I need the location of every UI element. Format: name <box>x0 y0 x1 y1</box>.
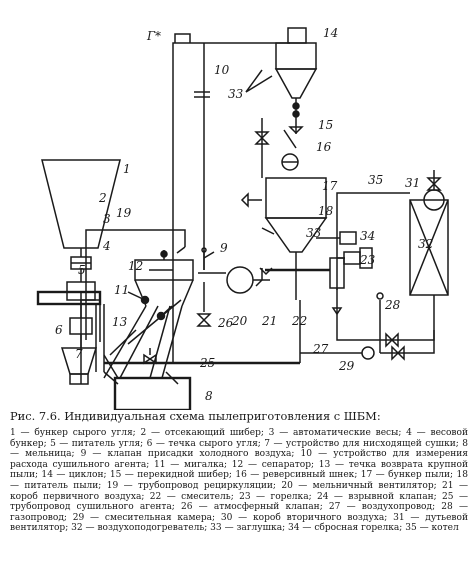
plug-markers <box>245 69 275 235</box>
coarse-dust-return-chute <box>109 329 137 356</box>
label-15: 15 <box>318 118 333 132</box>
label-25: 25 <box>199 356 215 370</box>
caption-title: Рис. 7.6. Индивидуальная схема пылеприго… <box>10 409 381 423</box>
label-22: 22 <box>291 314 307 328</box>
label-34: 34 <box>360 229 375 243</box>
blower-fan <box>423 170 445 211</box>
mill <box>113 376 192 410</box>
label-9: 9 <box>220 241 228 255</box>
caption-legend: 1 — бункер сырого угля; 2 — отсекающий ш… <box>10 428 468 534</box>
cyclone-top-duct <box>287 27 307 44</box>
atmospheric-valve <box>196 298 212 327</box>
flapper-valve-11 <box>127 291 150 305</box>
label-4: 4 <box>102 239 111 253</box>
label-14: 14 <box>323 26 338 40</box>
label-1: 1 <box>123 162 131 176</box>
label-3: 3 <box>103 212 111 226</box>
recirculation-pipeline <box>85 229 186 340</box>
dust-bunker <box>264 177 328 253</box>
label-8: 8 <box>205 389 213 403</box>
pulverization-scheme-diagram: Г* 1 2 3 4 5 6 7 8 9 10 11 12 13 14 15 1… <box>36 26 449 410</box>
label-27: 27 <box>312 342 329 356</box>
label-20: 20 <box>231 314 248 328</box>
label-19: 19 <box>116 206 132 220</box>
primary-air-duct <box>265 262 330 300</box>
label-11: 11 <box>114 283 129 297</box>
label-5: 5 <box>78 263 86 277</box>
burner <box>343 247 373 269</box>
label-28: 28 <box>384 298 401 312</box>
label-26: 26 <box>217 316 234 330</box>
figure-caption: Рис. 7.6. Индивидуальная схема пылеприго… <box>10 409 468 534</box>
label-35: 35 <box>368 173 383 187</box>
label-33-top: 33 <box>228 87 244 101</box>
raw-coal-bunker <box>41 159 121 249</box>
label-13: 13 <box>112 315 128 329</box>
flip-gate <box>283 117 304 149</box>
label-29: 29 <box>338 359 355 373</box>
drying-flow-measure <box>194 91 210 98</box>
label-32: 32 <box>418 237 433 251</box>
label-2: 2 <box>98 191 107 205</box>
label-31: 31 <box>405 176 420 190</box>
mixing-valves <box>143 348 157 365</box>
bunker-upper-valves <box>240 118 270 208</box>
air-heater <box>409 199 449 296</box>
label-16: 16 <box>316 140 332 154</box>
drying-agent-pipe <box>104 33 300 365</box>
label-10: 10 <box>214 63 230 77</box>
gamma-label: Г* <box>146 29 161 43</box>
gas-line <box>376 292 435 361</box>
label-18: 18 <box>318 204 334 218</box>
label-17: 17 <box>322 179 338 193</box>
label-7: 7 <box>75 347 83 361</box>
label-12: 12 <box>128 259 143 273</box>
label-23: 23 <box>359 253 376 267</box>
raw-coal-chute <box>36 290 102 384</box>
explosion-valve <box>255 268 263 287</box>
discharge-burner <box>316 231 357 245</box>
label-6: 6 <box>55 323 63 337</box>
air-line <box>336 295 435 348</box>
flapper-valve-separator <box>156 305 173 321</box>
reversing-screw <box>281 153 299 171</box>
separator-mill-ducts <box>103 299 183 379</box>
cyclone <box>274 42 318 118</box>
label-33-bottom: 33 <box>306 226 322 240</box>
label-21: 21 <box>261 314 277 328</box>
mixing-chamber <box>299 300 375 363</box>
mill-fan <box>198 266 270 294</box>
